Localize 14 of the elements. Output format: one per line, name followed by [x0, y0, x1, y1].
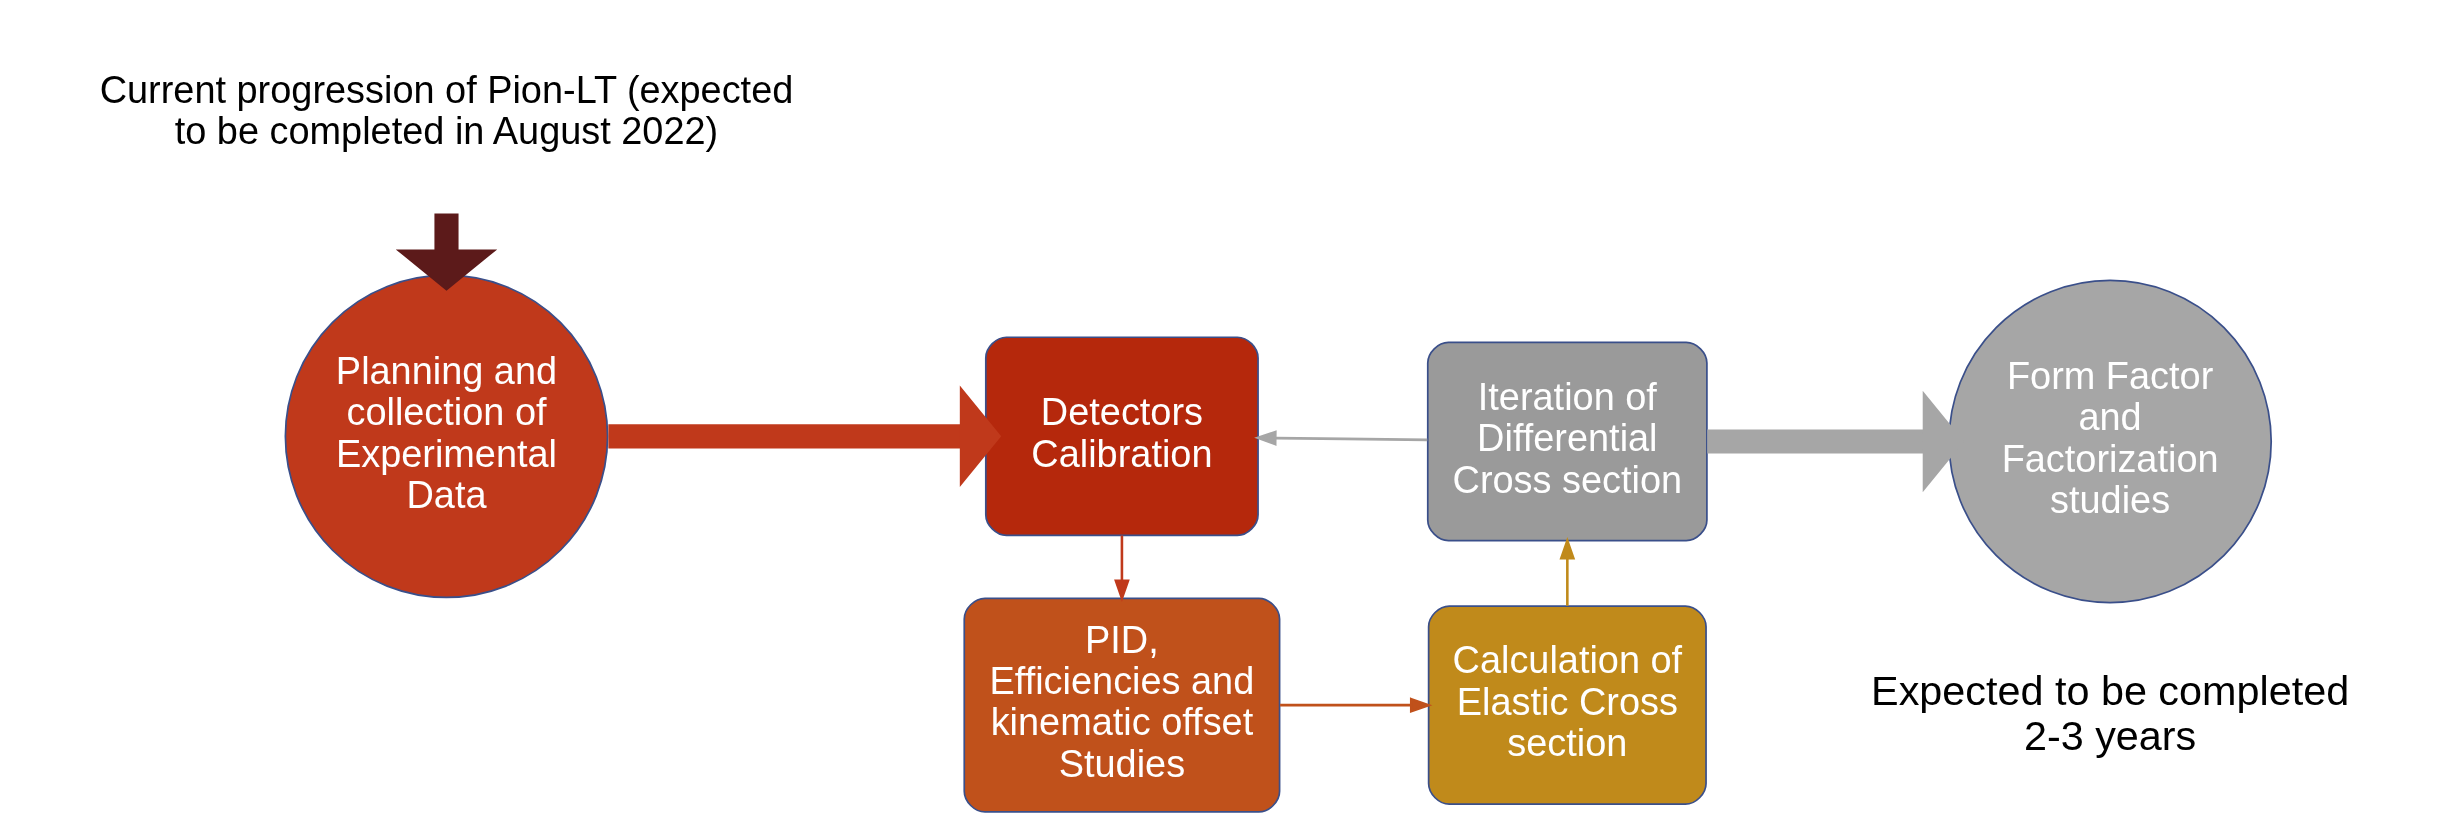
arrow — [1559, 537, 1575, 606]
node-box: Iteration of Differential Cross section — [1426, 341, 1708, 542]
node-text: Current progression of Pion-LT (expected to be completed in August 2022) — [99, 69, 793, 153]
node-box: Calculation of Elastic Cross section — [1427, 605, 1707, 806]
arrow — [395, 213, 497, 291]
node-box: PID, Efficiencies and kinematic offset Studies — [962, 597, 1280, 813]
node-label: Expected to be completed 2-3 years — [1870, 668, 2349, 760]
arrow — [1253, 430, 1427, 446]
node-circle: Form Factor and Factorization studies — [1947, 279, 2272, 604]
node-circle: Planning and collection of Experimental Data — [284, 274, 608, 599]
arrow — [1113, 535, 1130, 602]
arrow — [607, 385, 1001, 488]
node-box: Detectors Calibration — [984, 336, 1259, 537]
arrow — [1279, 697, 1432, 713]
